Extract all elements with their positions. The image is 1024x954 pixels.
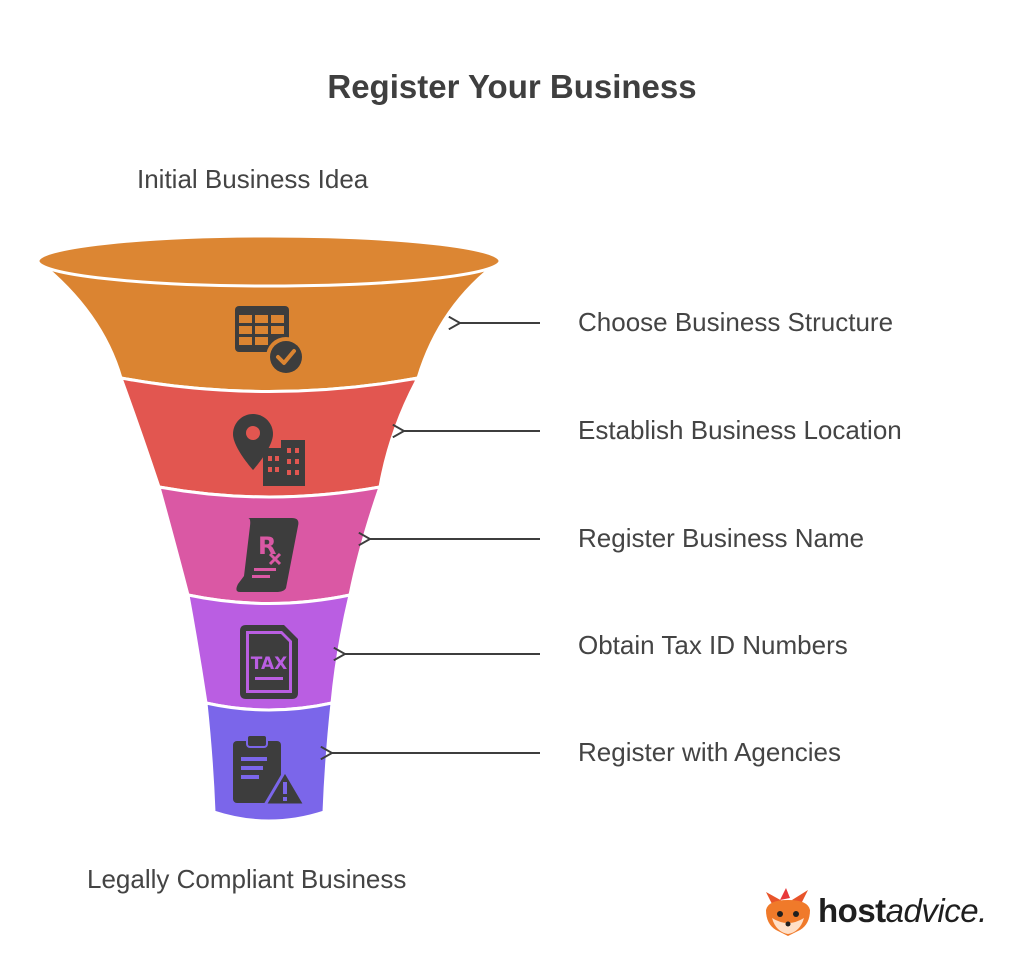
step-label-5: Register with Agencies: [578, 737, 842, 767]
tax-document-icon: TAX: [240, 625, 298, 699]
step-label-4: Obtain Tax ID Numbers: [578, 630, 848, 660]
svg-text:TAX: TAX: [251, 654, 288, 674]
page-title: Register Your Business: [327, 68, 697, 105]
brand-wordmark-rest: advice.: [885, 892, 988, 929]
funnel-top-label: Initial Business Idea: [137, 164, 369, 194]
hostadvice-fox-logo-icon: [766, 888, 810, 936]
funnel-bottom-label: Legally Compliant Business: [87, 864, 407, 894]
svg-text:R: R: [258, 532, 276, 560]
brand-wordmark: hostadvice.: [818, 892, 987, 930]
brand-wordmark-bold: host: [818, 892, 886, 929]
clipboard-warning-icon: [233, 734, 307, 807]
step-label-3: Register Business Name: [578, 523, 865, 553]
location-building-icon: [233, 414, 305, 486]
prescription-document-icon: R: [236, 518, 299, 592]
step-label-1: Choose Business Structure: [578, 307, 894, 337]
table-check-icon: [235, 306, 306, 377]
step-label-2: Establish Business Location: [578, 415, 902, 445]
